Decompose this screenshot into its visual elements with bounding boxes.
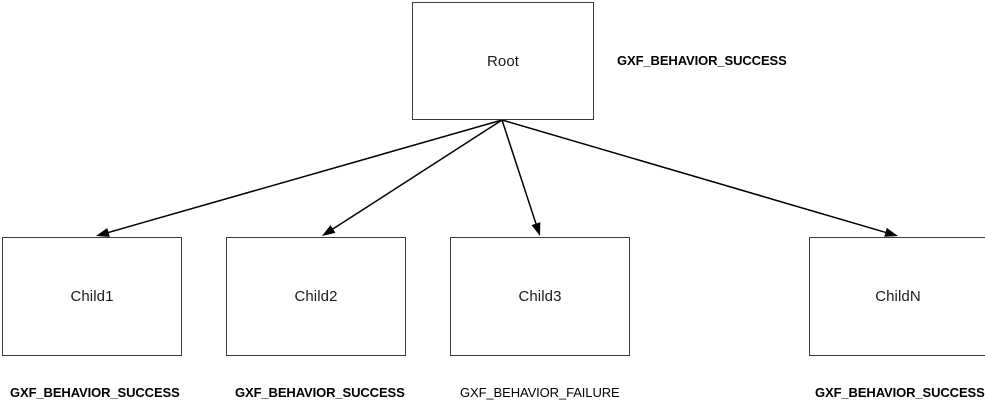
status-label-child1: GXF_BEHAVIOR_SUCCESS [10, 385, 180, 400]
edge-root-to-child1 [106, 119, 503, 234]
node-child1-label: Child1 [70, 288, 114, 305]
node-child3-label: Child3 [518, 288, 562, 305]
status-label-childN: GXF_BEHAVIOR_SUCCESS [815, 385, 985, 400]
node-root-label: Root [486, 52, 520, 70]
status-label-child3: GXF_BEHAVIOR_FAILURE [460, 385, 620, 400]
arrowhead-child3 [531, 222, 541, 236]
status-label-child2: GXF_BEHAVIOR_SUCCESS [235, 385, 405, 400]
node-root[interactable]: Root [412, 2, 594, 120]
node-child2[interactable]: Child2 [226, 237, 406, 356]
arrowhead-child1 [96, 228, 110, 237]
node-childN[interactable]: ChildN [809, 237, 985, 356]
edge-root-to-child3 [501, 119, 538, 226]
edge-root-to-child2 [330, 119, 503, 231]
node-child2-label: Child2 [294, 288, 338, 305]
node-child3[interactable]: Child3 [450, 237, 630, 356]
arrowhead-child2 [322, 225, 336, 236]
status-label-root: GXF_BEHAVIOR_SUCCESS [617, 53, 787, 68]
node-childN-label: ChildN [875, 288, 921, 305]
node-child1[interactable]: Child1 [2, 237, 182, 356]
edge-root-to-childN [501, 119, 888, 234]
arrowhead-childN [884, 227, 898, 237]
